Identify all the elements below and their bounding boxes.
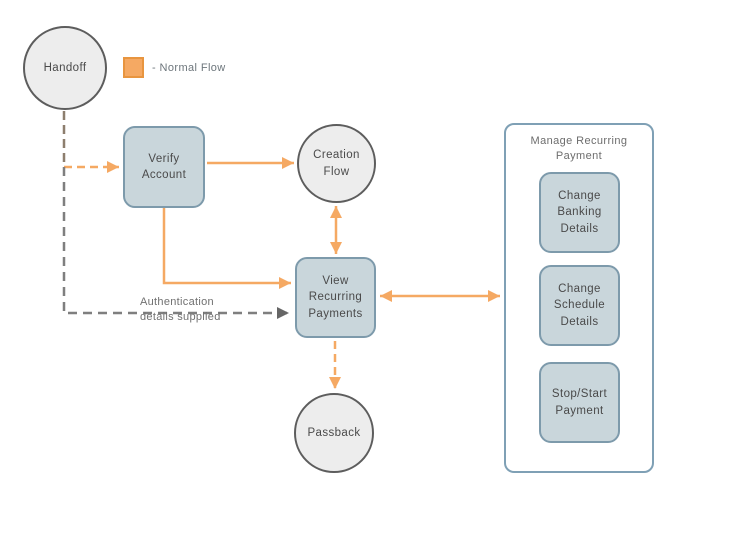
node-change-banking-details: Change Banking Details xyxy=(539,172,620,253)
node-verify-account: Verify Account xyxy=(123,126,205,208)
node-change-schedule-details-label: Change Schedule Details xyxy=(553,283,606,328)
edge-label-authentication: Authentication details supplied xyxy=(140,296,221,324)
node-change-schedule-details: Change Schedule Details xyxy=(539,265,620,346)
node-handoff: Handoff xyxy=(23,26,107,110)
node-handoff-label: Handoff xyxy=(43,61,87,74)
edge-handoff-to-vrp-auth xyxy=(62,167,289,319)
node-creation-flow-label: Creation Flow xyxy=(313,149,360,178)
node-view-recurring-payments-label: View Recurring Payments xyxy=(308,275,363,320)
node-stop-start-payment-label: Stop/Start Payment xyxy=(551,388,608,417)
node-change-banking-details-label: Change Banking Details xyxy=(557,190,602,235)
legend-normal-flow-label: - Normal Flow xyxy=(152,61,226,74)
node-creation-flow: Creation Flow xyxy=(297,124,376,203)
node-verify-account-label: Verify Account xyxy=(141,152,187,181)
node-view-recurring-payments: View Recurring Payments xyxy=(295,257,376,338)
node-passback-label: Passback xyxy=(307,426,361,439)
node-stop-start-payment: Stop/Start Payment xyxy=(539,362,620,443)
legend-normal-flow-swatch xyxy=(123,57,144,78)
node-passback: Passback xyxy=(294,393,374,473)
group-title: Manage Recurring Payment xyxy=(530,135,628,162)
group-manage-recurring-payment: Manage Recurring Payment Change Banking … xyxy=(504,123,654,473)
edge-verify-to-vrp xyxy=(162,208,291,289)
